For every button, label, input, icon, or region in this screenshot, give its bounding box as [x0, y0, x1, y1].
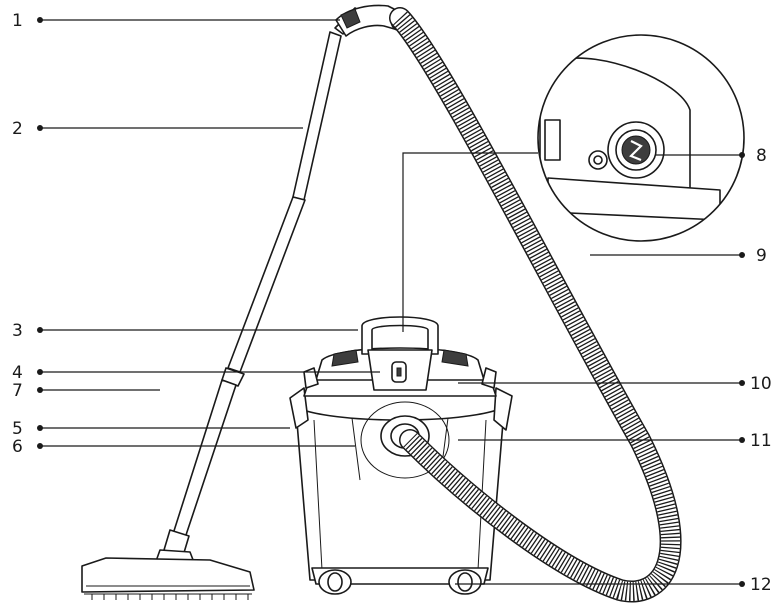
callout-10: 10: [750, 374, 772, 394]
tank-wheels: [318, 569, 482, 595]
callout-9: 9: [756, 246, 767, 266]
callout-1: 1: [12, 11, 23, 31]
callout-2: 2: [12, 119, 23, 139]
extension-wand: [163, 7, 363, 557]
flexible-hose: [389, 7, 682, 603]
floor-nozzle: [81, 549, 255, 600]
callout-12: 12: [750, 575, 772, 595]
callout-4: 4: [12, 363, 23, 383]
inset-port: [607, 121, 665, 179]
leader-dots: [37, 17, 745, 587]
nozzle-bristles: [91, 594, 249, 600]
handle-grip: [335, 4, 406, 37]
detail-inset: [537, 34, 745, 242]
carry-handle: [361, 316, 439, 355]
callout-11: 11: [750, 431, 772, 451]
callout-3: 3: [12, 321, 23, 341]
callout-6: 6: [12, 437, 23, 457]
callout-5: 5: [12, 419, 23, 439]
switch-housing: [367, 349, 433, 391]
callout-7: 7: [12, 381, 23, 401]
callout-labels: 1 2 3 4 5 6 7 8 9 10 11 12: [12, 11, 772, 595]
leader-lines: [40, 19, 742, 585]
collection-tank: [295, 409, 505, 585]
side-latches: [289, 387, 513, 431]
callout-8: 8: [756, 146, 767, 166]
